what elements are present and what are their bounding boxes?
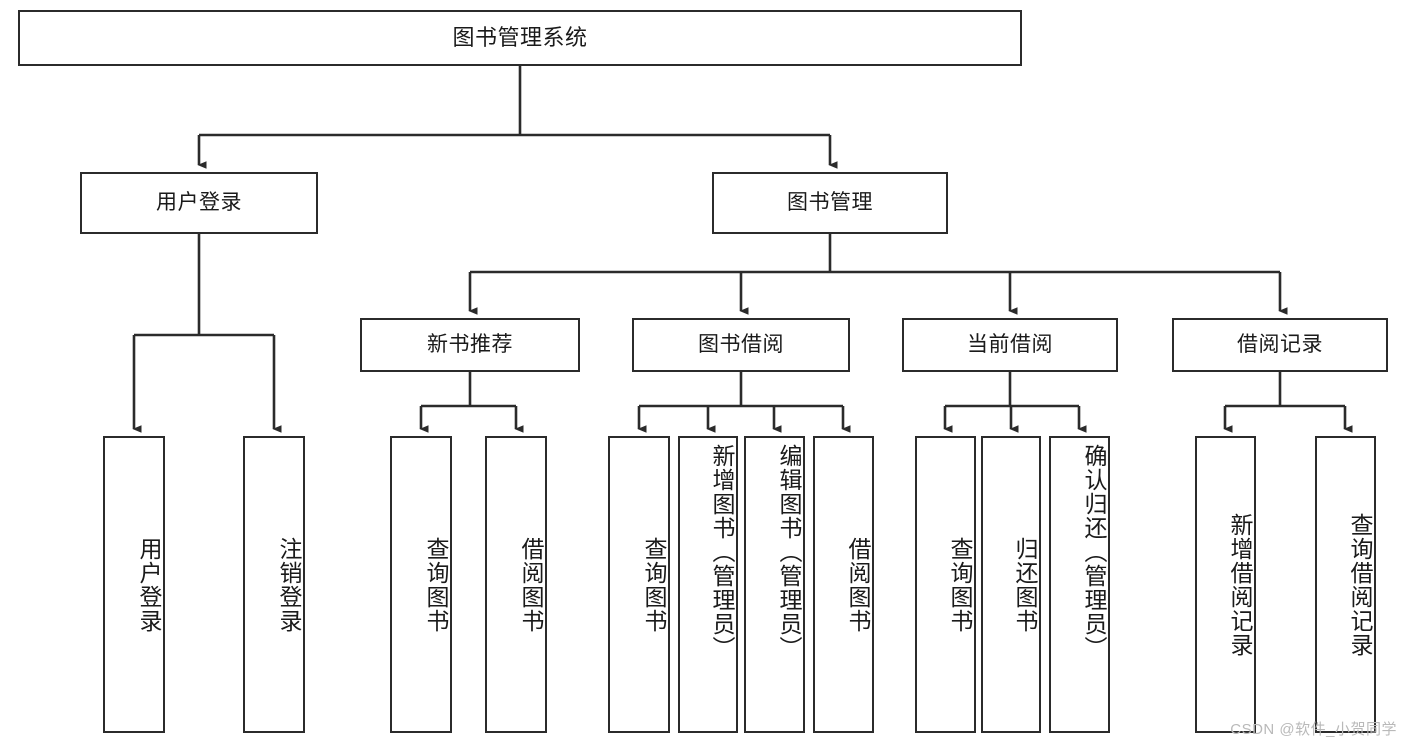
node-leaf-add-book-label: 新增图书（管理员） bbox=[709, 444, 735, 660]
node-root[interactable]: 图书管理系统 bbox=[18, 10, 1022, 66]
node-leaf-edit-book-label: 编辑图书（管理员） bbox=[776, 444, 802, 660]
node-leaf-add-borrow-record-label: 新增借阅记录 bbox=[1227, 512, 1253, 657]
node-user-login-label: 用户登录 bbox=[156, 191, 242, 215]
node-current-borrow-label: 当前借阅 bbox=[967, 333, 1053, 357]
node-book-manage[interactable]: 图书管理 bbox=[712, 172, 948, 234]
node-leaf-query-book-3-label: 查询图书 bbox=[947, 536, 973, 633]
node-new-book-recommend-label: 新书推荐 bbox=[427, 333, 513, 357]
node-borrow-record-label: 借阅记录 bbox=[1237, 333, 1323, 357]
node-root-label: 图书管理系统 bbox=[452, 24, 588, 50]
node-new-book-recommend[interactable]: 新书推荐 bbox=[360, 318, 580, 372]
node-leaf-add-book[interactable]: 新增图书（管理员） bbox=[678, 436, 738, 733]
node-leaf-query-book-1-label: 查询图书 bbox=[423, 536, 449, 633]
node-leaf-confirm-return[interactable]: 确认归还（管理员） bbox=[1049, 436, 1110, 733]
node-leaf-borrow-book-1[interactable]: 借阅图书 bbox=[485, 436, 547, 733]
node-leaf-query-book-2-label: 查询图书 bbox=[641, 536, 667, 633]
node-leaf-user-login[interactable]: 用户登录 bbox=[103, 436, 165, 733]
node-book-borrow[interactable]: 图书借阅 bbox=[632, 318, 850, 372]
node-leaf-add-borrow-record[interactable]: 新增借阅记录 bbox=[1195, 436, 1256, 733]
node-leaf-confirm-return-label: 确认归还（管理员） bbox=[1081, 444, 1107, 660]
node-leaf-user-login-label: 用户登录 bbox=[136, 536, 162, 633]
node-leaf-borrow-book-2-label: 借阅图书 bbox=[845, 536, 871, 633]
node-leaf-logout[interactable]: 注销登录 bbox=[243, 436, 305, 733]
node-leaf-query-book-3[interactable]: 查询图书 bbox=[915, 436, 976, 733]
node-leaf-query-book-1[interactable]: 查询图书 bbox=[390, 436, 452, 733]
node-book-borrow-label: 图书借阅 bbox=[698, 333, 784, 357]
node-leaf-borrow-book-1-label: 借阅图书 bbox=[518, 536, 544, 633]
node-leaf-edit-book[interactable]: 编辑图书（管理员） bbox=[744, 436, 805, 733]
node-leaf-query-borrow-record-label: 查询借阅记录 bbox=[1347, 512, 1373, 657]
node-leaf-query-book-2[interactable]: 查询图书 bbox=[608, 436, 670, 733]
node-leaf-query-borrow-record[interactable]: 查询借阅记录 bbox=[1315, 436, 1376, 733]
node-leaf-return-book[interactable]: 归还图书 bbox=[981, 436, 1041, 733]
node-leaf-logout-label: 注销登录 bbox=[276, 536, 302, 633]
node-user-login[interactable]: 用户登录 bbox=[80, 172, 318, 234]
watermark: CSDN @软件_小贺同学 bbox=[1230, 721, 1397, 738]
node-book-manage-label: 图书管理 bbox=[787, 191, 873, 215]
node-current-borrow[interactable]: 当前借阅 bbox=[902, 318, 1118, 372]
node-leaf-return-book-label: 归还图书 bbox=[1012, 536, 1038, 633]
node-borrow-record[interactable]: 借阅记录 bbox=[1172, 318, 1388, 372]
node-leaf-borrow-book-2[interactable]: 借阅图书 bbox=[813, 436, 874, 733]
